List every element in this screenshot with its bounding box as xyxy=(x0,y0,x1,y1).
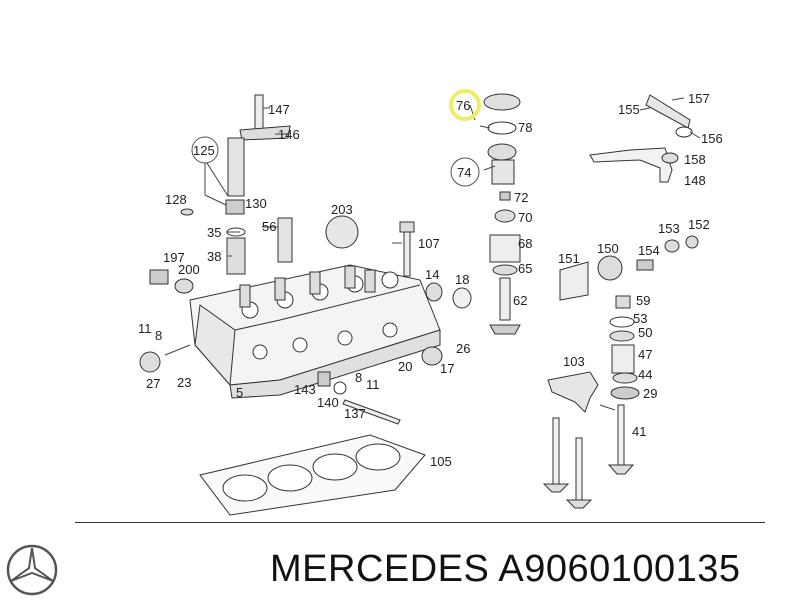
callout-23: 23 xyxy=(177,375,191,390)
callout-11-left: 11 xyxy=(138,321,152,336)
callout-labels: 147 146 125 128 130 35 38 197 200 56 203… xyxy=(138,91,723,469)
callout-128: 128 xyxy=(165,192,187,207)
callout-130: 130 xyxy=(245,196,267,211)
callout-203: 203 xyxy=(331,202,353,217)
callout-44: 44 xyxy=(638,367,652,382)
rocker-arm xyxy=(547,371,599,413)
part-number: A9060100135 xyxy=(498,548,741,590)
callout-197: 197 xyxy=(163,250,185,265)
callout-140: 140 xyxy=(317,395,339,410)
leader-lines xyxy=(164,97,701,411)
callout-200: 200 xyxy=(178,262,200,277)
callout-53: 53 xyxy=(633,311,647,326)
callout-74: 74 xyxy=(457,165,471,180)
plug-27 xyxy=(139,351,161,373)
callout-5: 5 xyxy=(236,385,243,400)
injector xyxy=(149,94,293,294)
callout-70: 70 xyxy=(518,210,532,225)
cylinder-head xyxy=(189,264,441,399)
brand-name: MERCEDES xyxy=(270,548,490,590)
head-gasket xyxy=(199,434,426,516)
callout-157: 157 xyxy=(688,91,710,106)
callout-65: 65 xyxy=(518,261,532,276)
callout-147: 147 xyxy=(268,102,290,117)
callout-20: 20 xyxy=(398,359,412,374)
callout-150: 150 xyxy=(597,241,619,256)
plug-18 xyxy=(452,287,472,309)
callout-156: 156 xyxy=(701,131,723,146)
callout-35: 35 xyxy=(207,225,221,240)
callout-bubble-74 xyxy=(450,157,480,187)
callout-143: 143 xyxy=(294,382,316,397)
pipe-assembly xyxy=(589,94,693,183)
callout-152: 152 xyxy=(688,217,710,232)
callout-155: 155 xyxy=(618,102,640,117)
thermostat-housing xyxy=(559,235,699,301)
callout-103: 103 xyxy=(563,354,585,369)
plug-14 xyxy=(425,282,443,302)
callout-18: 18 xyxy=(455,272,469,287)
cover-plate xyxy=(325,215,359,249)
plug-17 xyxy=(421,346,443,366)
callout-148: 148 xyxy=(684,173,706,188)
callout-41: 41 xyxy=(632,424,646,439)
callout-17: 17 xyxy=(440,361,454,376)
callout-76: 76 xyxy=(456,98,470,113)
callout-11-right: 11 xyxy=(366,377,380,392)
callout-50: 50 xyxy=(638,325,652,340)
callout-153: 153 xyxy=(658,221,680,236)
callout-26: 26 xyxy=(456,341,470,356)
head-bolt xyxy=(399,221,415,277)
callout-105: 105 xyxy=(430,454,452,469)
callout-8-left: 8 xyxy=(155,328,162,343)
glow-plug xyxy=(317,371,401,425)
callout-107: 107 xyxy=(418,236,440,251)
callout-158: 158 xyxy=(684,152,706,167)
callout-125: 125 xyxy=(193,143,215,158)
footer-divider xyxy=(75,522,765,523)
valve-stack-exhaust xyxy=(609,295,640,400)
callout-8-right: 8 xyxy=(355,370,362,385)
mercedes-star-icon xyxy=(6,544,58,596)
valve-stack-intake xyxy=(483,93,521,335)
callout-59: 59 xyxy=(636,293,650,308)
callout-151: 151 xyxy=(558,251,580,266)
callout-bubble-76-highlight xyxy=(449,89,481,121)
callout-72: 72 xyxy=(514,190,528,205)
footer-caption: MERCEDES A9060100135 xyxy=(270,548,741,591)
callout-78: 78 xyxy=(518,120,532,135)
callout-56: 56 xyxy=(262,219,276,234)
callout-146: 146 xyxy=(278,127,300,142)
callout-38: 38 xyxy=(207,249,221,264)
callout-14: 14 xyxy=(425,267,439,282)
callout-62: 62 xyxy=(513,293,527,308)
callout-29: 29 xyxy=(643,386,657,401)
valves xyxy=(542,404,635,509)
callout-68: 68 xyxy=(518,236,532,251)
callout-47: 47 xyxy=(638,347,652,362)
callout-137: 137 xyxy=(344,406,366,421)
callout-bubble-125 xyxy=(191,136,219,164)
callout-27: 27 xyxy=(146,376,160,391)
callout-154: 154 xyxy=(638,243,660,258)
